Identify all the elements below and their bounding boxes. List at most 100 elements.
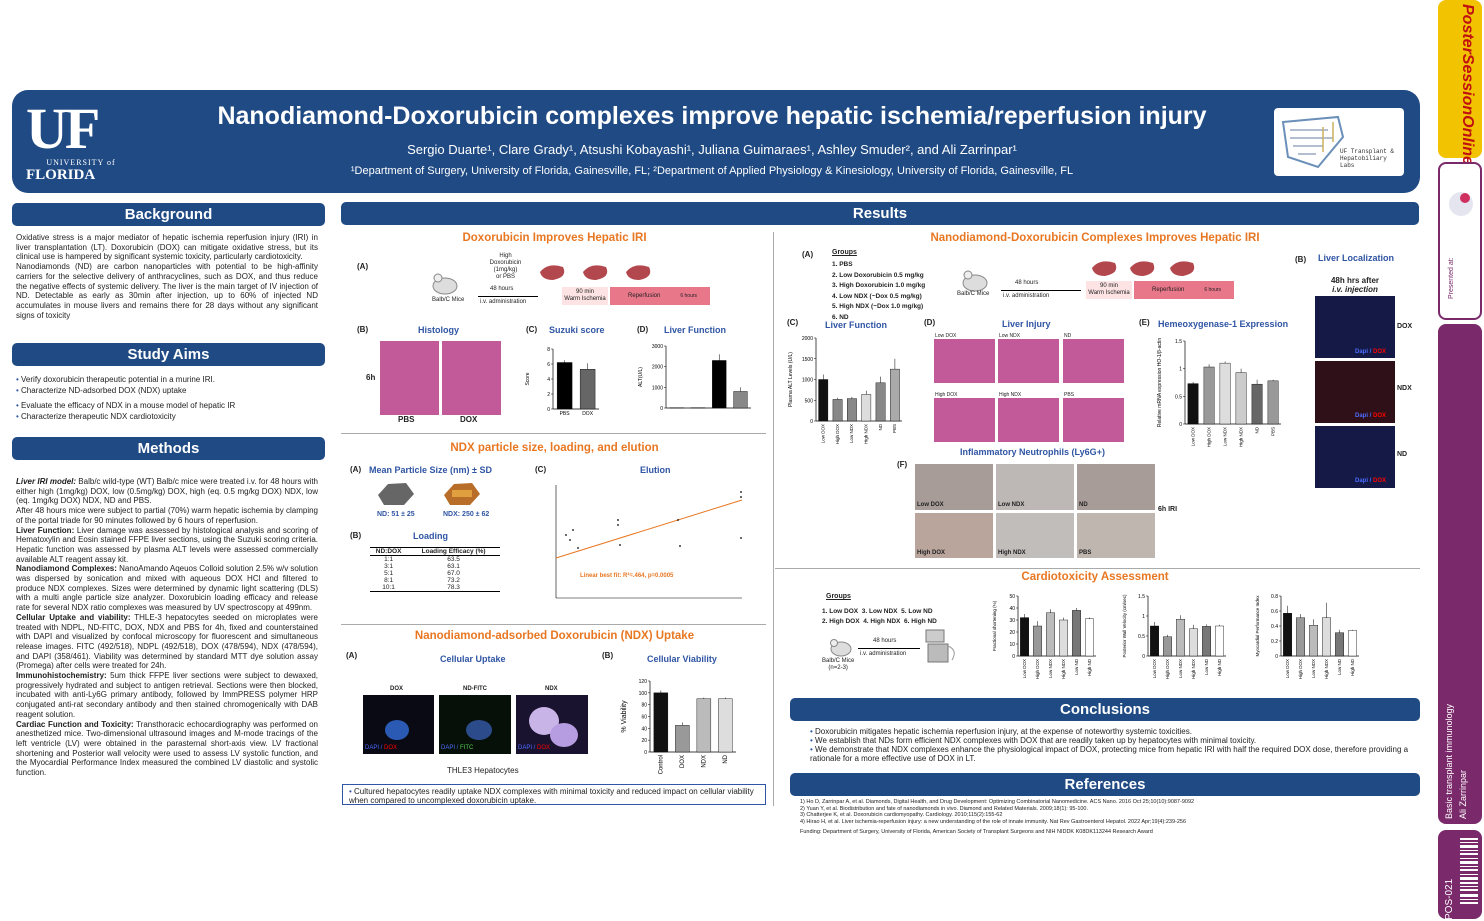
background-header: Background [12,203,325,226]
s6-n: (n=2-3) [828,665,848,671]
logo-text: PosterSessionOnline [1459,4,1476,165]
s2-mps: Mean Particle Size (nm) ± SD [369,465,492,475]
s2-label-b: (B) [350,531,362,540]
mouse-icon [830,639,852,657]
y-tick-label: 2 [547,392,550,398]
s1-high: High [499,253,512,259]
loc-label: DOX [1397,323,1413,330]
ihc-label: Low NDX [998,502,1025,508]
s3-img3-label: NDX [545,686,558,692]
s1-hours: 48 hours [490,286,514,292]
x-tick-label: Low NDX [1311,659,1316,678]
reference-item: 4) Hirao H, et al. Liver ischemia-reperf… [800,818,1187,825]
y-tick-label: 1 [1142,614,1145,620]
methods-h5: Immunohistochemistry: [16,671,107,681]
conclusion-item: We establish that NDs form efficient NDX… [810,736,1418,745]
x-tick-label: High DOX [835,424,840,444]
dapi-label: DAPI / [518,745,538,751]
x-tick-label: PBS [560,411,571,417]
s6-arrow [858,648,920,649]
y-tick-label: 8 [547,347,550,353]
y-tick-label: 0 [644,750,647,756]
group-item: 3. High Doxorubicin 1.0 mg/kg [832,282,926,289]
loc-label: ND [1397,451,1408,458]
x-tick-label: NDX [701,755,707,768]
loc-legend: Dapi / DOX [1355,349,1386,355]
methods-p1: Balb/c wild-type (WT) Balb/c mice were t… [16,477,319,506]
y-tick-label: 0 [1275,654,1278,660]
x-tick-label: PBS [892,424,897,433]
bar [875,382,886,422]
ihc-label: High NDX [998,550,1026,556]
y-tick-label: 40 [641,726,647,732]
table-cell: 5:1 [384,570,394,577]
poster-session-online-logo[interactable]: PosterSessionOnline [1438,0,1482,165]
x-tick-label: Low NDX [849,424,854,443]
elution-chart [555,485,743,599]
x-tick-label: DOX [582,411,594,417]
conference-logo-icon [1449,192,1473,216]
y-tick-label: 0.8 [1271,594,1278,600]
s5-title: Liver Localization [1318,253,1395,263]
s1-mice: Balb/C Mice [432,297,465,303]
reference-item: 1) Ho D, Zarrinpar A, et al. Diamonds, D… [800,799,1195,805]
methods-h3: Nanodiamond Complexes: [16,564,117,574]
s2-title: NDX particle size, loading, and elution [450,442,659,454]
img-label: Low NDX [999,333,1021,339]
s4-hours: 48 hours [1015,280,1039,286]
x-tick-label: High NDX [1191,659,1196,679]
img-label: Low DOX [935,333,957,339]
bar [818,379,829,422]
s5-label-b: (B) [1295,255,1307,264]
bar [1202,626,1211,657]
table-header: ND:DOX [375,548,402,555]
loc-nd-image [1315,426,1395,488]
s4-title: Nanodiamond-Doxorubicin Complexes Improv… [930,232,1260,244]
poster-header: UF UNIVERSITY of FLORIDA Nanodiamond-Dox… [12,90,1420,193]
s5-sub1: 48h hrs after [1330,276,1380,285]
aims-list: Verify doxorubicin therapeutic potential… [16,374,316,422]
y-tick-label: 1000 [652,385,663,391]
ihc-label: PBS [1079,550,1092,556]
conclusions-list: Doxorubicin mitigates hepatic ischemia r… [810,727,1418,763]
bar [1150,625,1159,657]
s2-loading: Loading [413,531,448,541]
img-label: High DOX [935,392,958,398]
y-tick-label: 80 [641,703,647,709]
dapi-label: Dapi / [1355,349,1374,355]
s4-reperf-label: Reperfusion [1152,287,1185,293]
y-tick-label: 500 [805,398,814,404]
side-topic-panel: Basic transplant immunology Ali Zarrinpa… [1438,324,1482,824]
liver-icons [540,265,651,280]
y-tick-label: 10 [1009,642,1015,648]
x-tick-label: High ND [1350,658,1355,676]
bar [1203,366,1215,425]
injury-nd [1063,339,1124,383]
s3-label-b: (B) [602,651,614,660]
s4-label-d: (D) [924,318,936,327]
bar [1020,617,1029,657]
img-label: High NDX [999,392,1022,398]
injury-low-dox [934,339,995,383]
s1-arrow [478,296,538,297]
group-item: 2. High DOX [822,618,860,625]
y-axis-label: Relative mRNA expression HO-1/β-actin [1157,338,1163,428]
s3-title: Nanodiamond-adsorbed Doxorubicin (NDX) U… [414,630,695,642]
s1-dox-label: DOX [460,415,478,424]
group-item: 1. Low DOX [822,608,859,615]
bar [675,725,690,753]
bar [1163,636,1172,657]
y-axis-label: Score [525,372,531,385]
y-tick-label: 120 [639,679,648,685]
x-tick-label: Low DOX [820,424,825,443]
methods-text: Liver IRI model: Balb/c wild-type (WT) B… [16,477,318,778]
s4-six: 6 hours [1204,287,1222,293]
x-tick-label: High DOX [1206,427,1211,447]
